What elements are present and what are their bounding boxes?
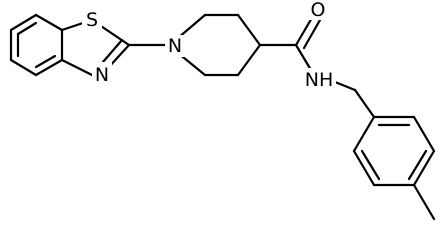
bond [352, 115, 376, 153]
bond [60, 58, 94, 77]
bond [34, 54, 57, 69]
bond [407, 149, 428, 181]
bonds [9, 13, 436, 221]
thiazole-nitrogen-label: N [95, 64, 109, 86]
bond [16, 21, 38, 36]
bond [360, 149, 381, 181]
amide-nitrogen-label: NH [305, 69, 334, 91]
bond [236, 43, 262, 77]
bond [34, 58, 64, 77]
atom-labels: S N N O NH [82, 0, 336, 91]
bond [352, 149, 376, 187]
sulfur-atom-label: S [86, 9, 98, 31]
bond [101, 38, 124, 64]
chemical-structure: S N N O NH [9, 0, 436, 221]
bond [176, 13, 207, 40]
bond [412, 183, 436, 221]
bond [412, 115, 436, 153]
bond [294, 14, 315, 47]
bond [353, 88, 376, 119]
carbonyl-oxygen-label: O [311, 0, 326, 21]
bond [412, 149, 436, 187]
bond [9, 58, 38, 77]
bond [9, 13, 38, 32]
bond [34, 13, 64, 32]
piperidine-nitrogen-label: N [168, 35, 182, 57]
bond [236, 13, 262, 47]
bond [294, 43, 313, 72]
bond [302, 18, 322, 50]
